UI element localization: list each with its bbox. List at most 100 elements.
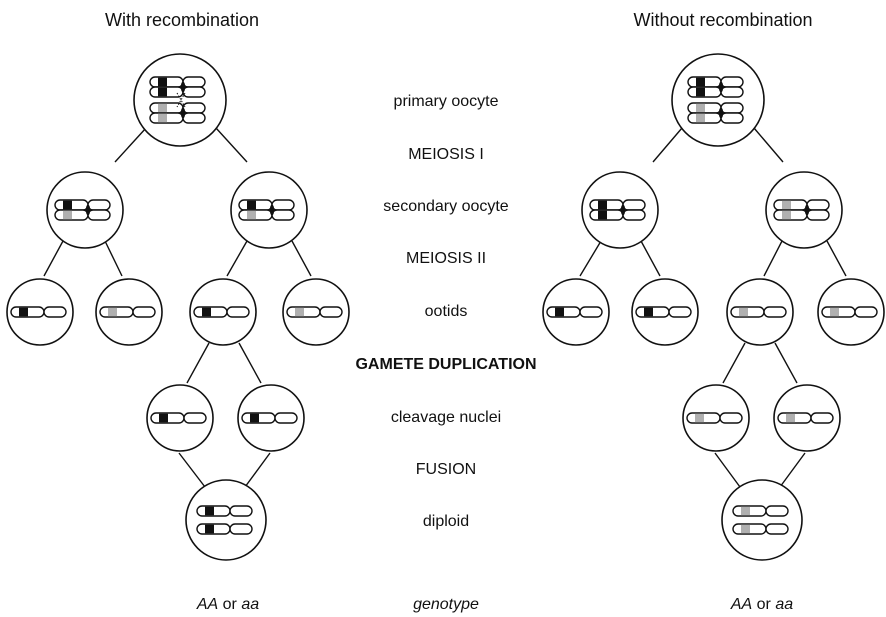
chromatid-short-arm [765,505,789,517]
chromatid-short-arm [806,199,830,211]
chromatid-short-arm [668,306,692,318]
right-ootid-2 [631,278,699,346]
chromatid-short-arm [183,412,207,424]
centromere [620,204,626,216]
allele-band [19,307,28,317]
centromere [718,107,724,119]
chromatid-short-arm [720,86,744,98]
lineage-connector [238,342,262,384]
allele-band [695,413,704,423]
allele-band [158,77,167,87]
label-secondary-oocyte: secondary oocyte [383,198,509,215]
lineage-connector [763,240,783,277]
chromatid-short-arm [763,306,787,318]
centromere [85,204,91,216]
allele-band [644,307,653,317]
chromatid-short-arm [765,523,789,535]
allele-band [786,413,795,423]
allele-band [555,307,564,317]
allele-band [782,210,791,220]
left-cleavage-nucleus-1 [146,384,214,452]
lineage-connector [104,240,123,277]
genotype-right-a: AA [730,596,753,613]
right-ootid-4 [817,278,885,346]
chromatid-short-arm [182,76,206,88]
left-ootid-3 [189,278,257,346]
chromatid-short-arm [43,306,67,318]
lineage-connector [178,452,206,488]
lineage-connector [215,127,248,163]
right-cleavage-nucleus-1 [682,384,750,452]
crossover-mark [176,92,186,108]
lineage-connector [714,452,741,488]
genotype-right-or: or [756,596,771,613]
allele-band [205,506,214,516]
allele-band [108,307,117,317]
allele-band [696,77,705,87]
cell-circle [721,479,803,561]
centromere [269,204,275,216]
allele-band [598,200,607,210]
lineage-connector [722,342,746,384]
allele-band [696,87,705,97]
centromere [180,107,186,119]
allele-band [250,413,259,423]
chromatid-short-arm [226,306,250,318]
heading-without-recombination: Without recombination [633,10,813,30]
label-fusion: FUSION [415,461,477,478]
label-gamete-duplication: GAMETE DUPLICATION [355,356,537,373]
chromatid-short-arm [182,112,206,124]
allele-band [158,87,167,97]
label-cleavage-nuclei: cleavage nuclei [390,409,502,426]
allele-band [205,524,214,534]
left-ootid-2 [95,278,163,346]
genotype-right-b: aa [775,596,794,613]
chromatid-short-arm [87,209,111,221]
chromatid-short-arm [579,306,603,318]
allele-band [247,200,256,210]
allele-band [696,103,705,113]
chromatid-short-arm [229,505,253,517]
lineage-connector [652,127,683,163]
allele-band [63,200,72,210]
chromatid-short-arm [806,209,830,221]
label-meiosis-1: MEIOSIS I [408,146,484,163]
left-ootid-4 [282,278,350,346]
right-primary-oocyte [671,53,765,147]
cell-circle [133,53,227,147]
left-diploid [185,479,267,561]
lineage-connector [244,452,271,488]
genotype-left-b: aa [241,596,260,613]
right-ootid-3 [726,278,794,346]
chromatid-short-arm [720,76,744,88]
genotype-left-or: or [222,596,237,613]
allele-band [739,307,748,317]
cell-circle [671,53,765,147]
right-ootid-1 [542,278,610,346]
label-primary-oocyte: primary oocyte [393,93,499,110]
centromere [718,81,724,93]
chromatid-short-arm [319,306,343,318]
chromatid-short-arm [229,523,253,535]
allele-band [295,307,304,317]
centromere [180,81,186,93]
chromatid-short-arm [719,412,743,424]
genotype-left-a: AA [196,596,219,613]
label-ootids: ootids [424,303,468,320]
lineage-connector [114,127,147,163]
right-secondary-oocyte-2 [765,171,843,249]
chromatid-short-arm [622,209,646,221]
allele-band [782,200,791,210]
allele-band [598,210,607,220]
lineage-connector [43,240,64,277]
chromatid-short-arm [622,199,646,211]
chromatid-short-arm [810,412,834,424]
left-ootid-1 [6,278,74,346]
chromatid-short-arm [274,412,298,424]
right-cleavage-nucleus-2 [773,384,841,452]
allele-band [63,210,72,220]
label-meiosis-2: MEIOSIS II [405,250,487,267]
lineage-connector [226,240,248,277]
chromatid-short-arm [182,102,206,114]
